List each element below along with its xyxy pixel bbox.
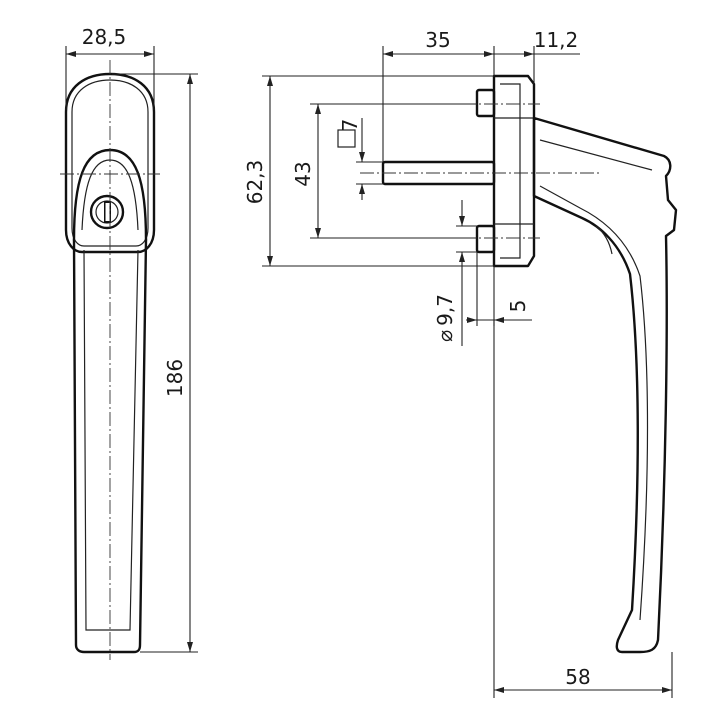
dim-screw-diameter-label: 9,7 [433, 294, 457, 326]
dim-screw-offset-label: 5 [506, 300, 530, 313]
lock-cylinder [89, 194, 125, 230]
dim-rose-height: 62,3 [243, 75, 494, 267]
dim-spindle-length: 35 [382, 28, 495, 162]
dim-screw-spacing-label: 43 [291, 161, 315, 186]
side-rose [492, 74, 536, 268]
front-handle-shaft [72, 238, 148, 654]
front-view [60, 60, 160, 660]
diameter-symbol-icon: ⌀ [433, 330, 457, 342]
side-handle-inner [539, 139, 653, 621]
dim-spindle-square: 7 [337, 118, 383, 200]
upper-screw-head [475, 88, 496, 118]
dim-rose-depth-label: 11,2 [534, 28, 579, 52]
dim-front-width: 28,5 [65, 25, 155, 110]
dim-screw-diameter: ⌀ 9,7 [433, 200, 477, 346]
dim-screw-spacing: 43 [291, 103, 477, 239]
side-handle-neck-line [595, 225, 613, 255]
dim-front-height-label: 186 [163, 359, 187, 397]
square-symbol-icon [337, 129, 356, 148]
dim-projection-label: 58 [565, 665, 590, 689]
front-handle-shaft-inner [83, 249, 139, 631]
dim-front-width-label: 28,5 [82, 25, 127, 49]
dim-spindle-square-label: 7 [338, 119, 362, 132]
dim-rose-height-label: 62,3 [243, 160, 267, 205]
keyhole-slot [105, 203, 110, 221]
dim-rose-depth: 11,2 [494, 28, 580, 84]
dim-front-height: 186 [112, 73, 198, 653]
lower-screw-head [475, 224, 496, 254]
side-rose-inner [500, 83, 521, 259]
dim-projection: 58 [493, 320, 673, 698]
svg-text:⌀9,7: ⌀ 9,7 [433, 294, 457, 342]
dim-spindle-length-label: 35 [425, 28, 450, 52]
side-handle [532, 116, 678, 654]
dim-screw-offset: 5 [466, 252, 532, 326]
side-view [360, 74, 678, 654]
front-rose-inner [71, 79, 149, 247]
